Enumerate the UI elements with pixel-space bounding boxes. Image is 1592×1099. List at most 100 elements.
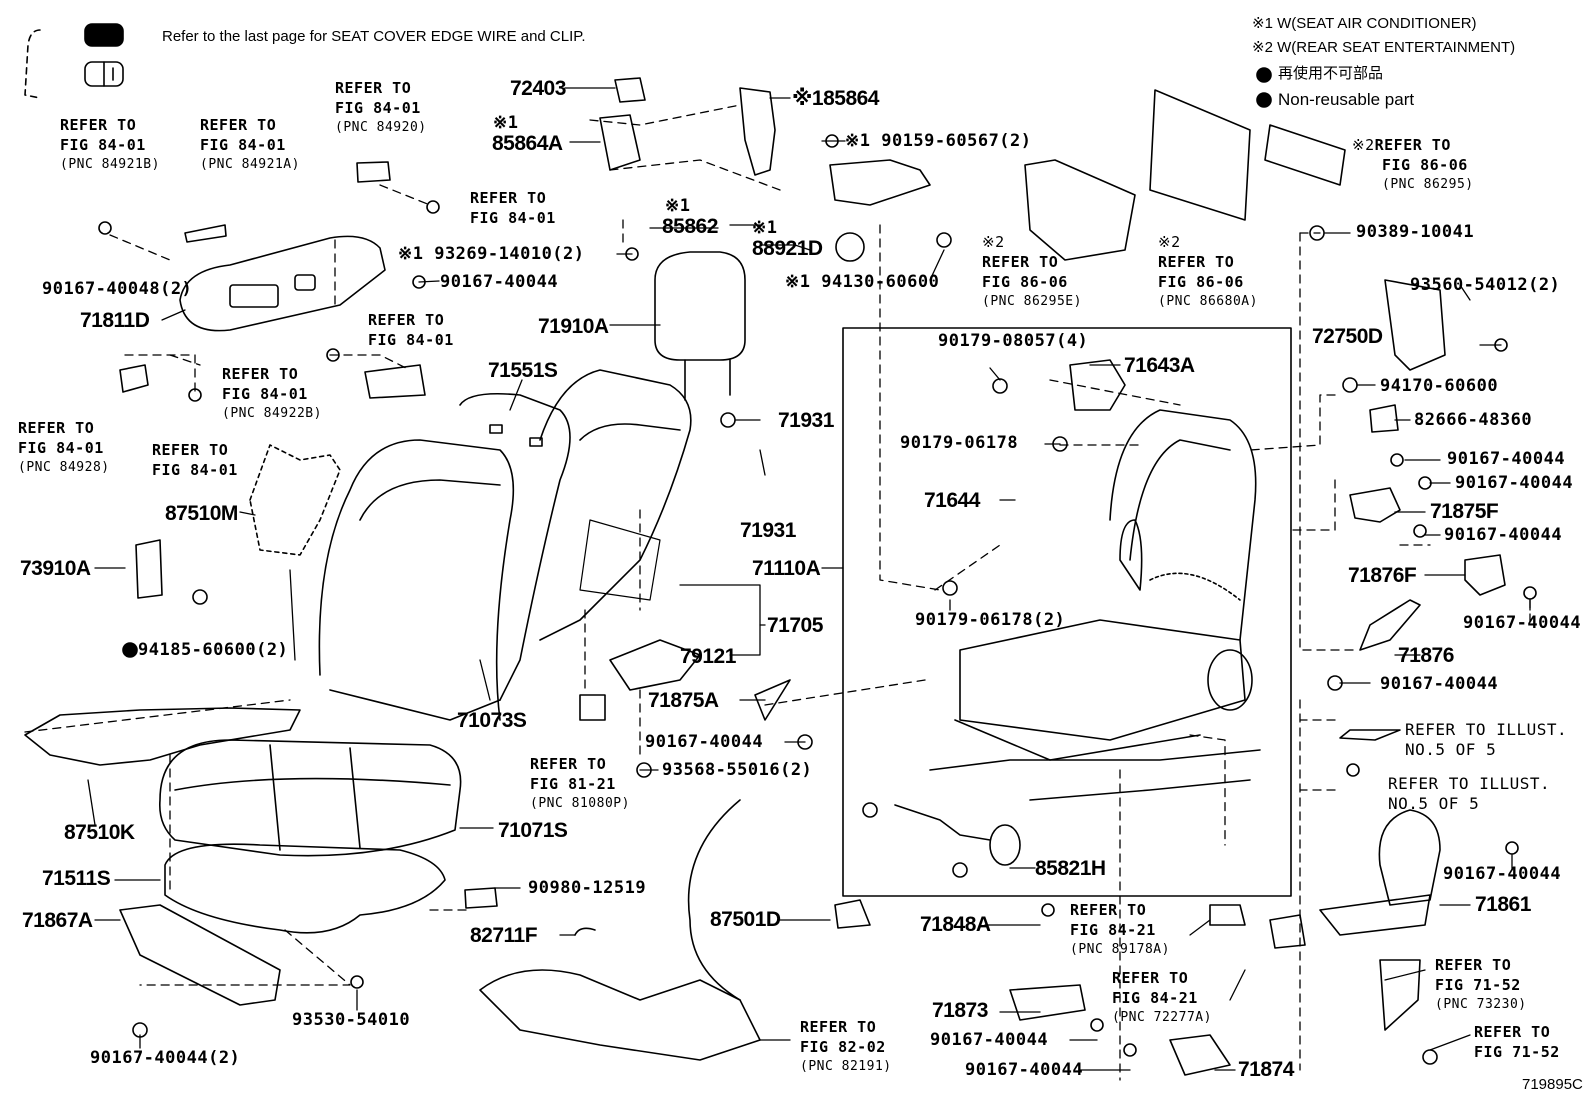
back-board-clip-drawing [1264, 124, 1346, 186]
part-90167-40044-h[interactable]: 90167-40044 [1444, 525, 1563, 545]
part-71875f[interactable]: 71875F [1430, 500, 1499, 523]
cushion-cover-drawing [158, 739, 462, 857]
refer-to-fig-84-01-b[interactable]: REFER TO FIG 84-01 (PNC 84921A) [200, 115, 300, 175]
part-93530[interactable]: 93530-54010 [292, 1010, 411, 1030]
refer-to-fig-84-01-e[interactable]: REFER TO FIG 84-01 [368, 310, 454, 350]
part-71551s[interactable]: 71551S [488, 359, 558, 382]
part-93560[interactable]: 93560-54012(2) [1410, 275, 1561, 295]
refer-pnc: (PNC 86680A) [1158, 294, 1258, 309]
refer-to-fig-71-52-b[interactable]: REFER TO FIG 71-52 [1474, 1022, 1560, 1062]
part-90167-40044-c[interactable]: 90167-40044(2) [90, 1048, 241, 1068]
refer-to-fig-84-01-h[interactable]: REFER TO FIG 84-01 [152, 440, 238, 480]
part-93568[interactable]: 93568-55016(2) [662, 760, 813, 780]
part-72750d[interactable]: 72750D [1312, 325, 1383, 348]
refer-pnc: (PNC 82191) [800, 1059, 892, 1074]
part-90159[interactable]: ※1 90159-60567(2) [845, 131, 1032, 151]
part-71931-a[interactable]: 71931 [778, 409, 834, 432]
part-71643a[interactable]: 71643A [1124, 354, 1195, 377]
part-93269[interactable]: ※1 93269-14010(2) [398, 244, 585, 264]
part-90167-40044-g[interactable]: 90167-40044 [1455, 473, 1574, 493]
cover-edge-wire-icon [84, 23, 124, 47]
refer-pnc: (PNC 73230) [1435, 997, 1527, 1012]
part-90167-40044-b[interactable]: 90167-40044 [645, 732, 764, 752]
part-72403[interactable]: 72403 [510, 77, 566, 100]
part-85864a[interactable]: 85864A [492, 132, 563, 155]
part-90179-06178-a[interactable]: 90179-06178 [900, 433, 1019, 453]
part-79121[interactable]: 79121 [680, 645, 736, 668]
part-90167-40044-e[interactable]: 90167-40044 [965, 1060, 1084, 1080]
part-71931-b[interactable]: 71931 [740, 519, 796, 542]
part-87510k[interactable]: 87510K [64, 821, 135, 844]
refer-to-fig-84-01-c[interactable]: REFER TO FIG 84-01 (PNC 84920) [335, 78, 427, 138]
refer-to-fig-84-01-a[interactable]: REFER TO FIG 84-01 (PNC 84921B) [60, 115, 160, 175]
part-71511s[interactable]: 71511S [42, 867, 111, 890]
part-71873[interactable]: 71873 [932, 999, 988, 1022]
part-85864[interactable]: ※185864 [792, 87, 880, 110]
part-71073s[interactable]: 71073S [457, 709, 527, 732]
refer-line-2: FIG 82-02 [800, 1038, 886, 1056]
refer-to-fig-84-21-b[interactable]: REFER TO FIG 84-21 (PNC 72277A) [1112, 968, 1212, 1028]
part-71876[interactable]: 71876 [1398, 644, 1454, 667]
part-90167-40048[interactable]: 90167-40048(2) [42, 279, 193, 299]
part-71071s[interactable]: 71071S [498, 819, 568, 842]
refer-to-illust-a[interactable]: REFER TO ILLUST. NO.5 OF 5 [1405, 720, 1567, 760]
refer-to-fig-86-06-b[interactable]: ※2 REFER TO FIG 86-06 (PNC 86680A) [1158, 232, 1258, 312]
refer-line-1: REFER TO [1158, 253, 1235, 271]
part-87510m[interactable]: 87510M [165, 502, 238, 525]
refer-to-fig-86-06-a[interactable]: ※2 REFER TO FIG 86-06 (PNC 86295E) [982, 232, 1082, 312]
part-90167-40044-i[interactable]: 90167-40044 [1463, 613, 1582, 633]
refer-to-fig-84-01-f[interactable]: REFER TO FIG 84-01 (PNC 84922B) [222, 364, 322, 424]
part-90179-08057[interactable]: 90179-08057(4) [938, 331, 1089, 351]
refer-to-fig-84-01-d[interactable]: REFER TO FIG 84-01 [470, 188, 556, 228]
seatback-pad-drawing [249, 444, 341, 556]
refer-to-fig-71-52-a[interactable]: REFER TO FIG 71-52 (PNC 73230) [1435, 955, 1527, 1015]
refer-line-1: REFER TO [18, 419, 95, 437]
part-94130[interactable]: ※1 94130-60600 [785, 272, 940, 292]
non-reusable-bullet-icon [1256, 67, 1272, 83]
refer-line-1: REFER TO ILLUST. [1405, 720, 1568, 739]
refer-to-fig-86-06-c[interactable]: ※2REFER TO FIG 86-06 (PNC 86295) [1352, 135, 1474, 195]
part-90167-40044-j[interactable]: 90167-40044 [1380, 674, 1499, 694]
refer-line-2: FIG 81-21 [530, 775, 616, 793]
part-85864a-prefix: ※1 [493, 113, 519, 133]
part-71110a[interactable]: 71110A [752, 557, 821, 580]
part-90167-40044-f[interactable]: 90167-40044 [1447, 449, 1566, 469]
part-71848a[interactable]: 71848A [920, 913, 991, 936]
back-board-drawing [1149, 89, 1251, 221]
refer-line-1: REFER TO [1474, 1023, 1551, 1041]
part-88921d[interactable]: 88921D [752, 237, 823, 260]
part-94185[interactable]: 94185-60600(2) [138, 640, 289, 660]
refer-to-illust-b[interactable]: REFER TO ILLUST. NO.5 OF 5 [1388, 774, 1550, 814]
part-90389[interactable]: 90389-10041 [1356, 222, 1475, 242]
part-90179-06178-b[interactable]: 90179-06178(2) [915, 610, 1066, 630]
part-85821h[interactable]: 85821H [1035, 857, 1106, 880]
part-82711f[interactable]: 82711F [470, 924, 538, 947]
refer-to-fig-84-01-g[interactable]: REFER TO FIG 84-01 (PNC 84928) [18, 418, 110, 478]
part-71861[interactable]: 71861 [1475, 893, 1531, 916]
part-73910a[interactable]: 73910A [20, 557, 91, 580]
part-82666[interactable]: 82666-48360 [1414, 410, 1533, 430]
part-90167-40044-k[interactable]: 90167-40044 [1443, 864, 1562, 884]
part-90167-40044-a[interactable]: 90167-40044 [440, 272, 559, 292]
part-71644[interactable]: 71644 [924, 489, 980, 512]
pocket-drawing [609, 639, 701, 691]
part-90980[interactable]: 90980-12519 [528, 878, 647, 898]
part-90167-40044-d[interactable]: 90167-40044 [930, 1030, 1049, 1050]
part-71705[interactable]: 71705 [767, 614, 823, 637]
part-94170[interactable]: 94170-60600 [1380, 376, 1499, 396]
refer-to-fig-82-02[interactable]: REFER TO FIG 82-02 (PNC 82191) [800, 1017, 892, 1077]
part-71811d[interactable]: 71811D [80, 309, 150, 332]
cushion-lower-cover-drawing [119, 904, 281, 1006]
part-71874[interactable]: 71874 [1238, 1058, 1294, 1081]
part-71876f[interactable]: 71876F [1348, 564, 1417, 587]
refer-to-fig-84-21-a[interactable]: REFER TO FIG 84-21 (PNC 89178A) [1070, 900, 1170, 960]
part-85862[interactable]: 85862 [662, 215, 718, 238]
part-71910a[interactable]: 71910A [538, 315, 609, 338]
part-87501d[interactable]: 87501D [710, 908, 781, 931]
refer-line-2: NO.5 OF 5 [1388, 794, 1480, 813]
part-71867a[interactable]: 71867A [22, 909, 93, 932]
refer-to-fig-81-21[interactable]: REFER TO FIG 81-21 (PNC 81080P) [530, 754, 630, 814]
part-71875a[interactable]: 71875A [648, 689, 719, 712]
seat-frame-box [842, 327, 1292, 897]
